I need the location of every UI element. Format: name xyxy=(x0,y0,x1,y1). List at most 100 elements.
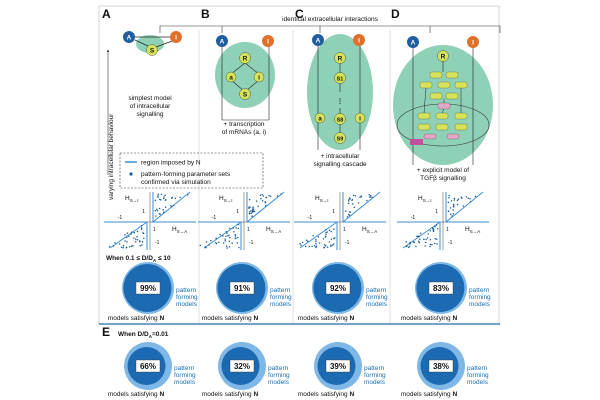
sample-dot xyxy=(346,216,349,218)
sample-dot xyxy=(237,236,239,239)
sample-dot xyxy=(431,244,433,246)
sample-dot xyxy=(312,234,314,237)
sample-dot xyxy=(235,237,237,240)
sample-dot xyxy=(157,195,159,197)
sample-dot xyxy=(205,241,208,243)
tick-label: 1 xyxy=(236,209,239,215)
sample-dot xyxy=(417,235,419,238)
sample-dot xyxy=(348,214,351,217)
sample-dot xyxy=(172,204,175,207)
pattern-forming-label: models xyxy=(174,379,196,386)
condition-2: When D/DA=0.01 xyxy=(118,331,169,339)
sample-dot xyxy=(261,193,263,196)
sample-dot xyxy=(423,238,425,241)
percent-label: 39% xyxy=(330,362,346,371)
sample-dot xyxy=(130,233,132,235)
sample-dot xyxy=(154,209,157,212)
sample-dot xyxy=(238,246,240,249)
sample-dot xyxy=(157,196,159,198)
axis-label-hsi: HS→I xyxy=(219,195,232,203)
sample-dot xyxy=(252,207,254,209)
tick-label: -1 xyxy=(118,215,123,221)
tick-label: -1 xyxy=(212,215,217,221)
models-satisfying-label: models satisfying N xyxy=(298,315,355,322)
svg-text:S: S xyxy=(243,92,248,99)
sample-dot xyxy=(357,202,360,204)
sample-dot xyxy=(352,194,355,197)
sample-dot xyxy=(264,201,267,203)
sample-dot xyxy=(280,193,282,195)
venn-top-2: 91%models satisfying Npatternformingmode… xyxy=(202,262,292,322)
panel-label-b: B xyxy=(201,7,210,21)
sample-dot xyxy=(435,238,438,241)
sample-dot xyxy=(158,207,161,210)
sample-dot xyxy=(261,200,264,202)
sample-dot xyxy=(135,238,137,240)
venn-top-4: 83%models satisfying Npatternformingmode… xyxy=(401,262,491,322)
sample-dot xyxy=(233,231,235,233)
side-label: varying intracellular behaviour xyxy=(108,113,115,200)
region-plot-2: HS→IHS→A11-1-1 xyxy=(198,191,290,250)
sample-dot xyxy=(179,196,181,199)
sample-dot xyxy=(128,245,131,248)
sample-dot xyxy=(461,197,463,200)
sample-dot xyxy=(136,235,138,238)
sample-dot xyxy=(156,208,158,211)
pattern-forming-label: models xyxy=(364,379,386,386)
sample-dot xyxy=(369,195,372,197)
pattern-forming-label: models xyxy=(270,301,292,308)
venn-bottom-1: 66%models satisfying Npatternformingmode… xyxy=(108,342,196,398)
sample-dot xyxy=(371,196,373,199)
sample-dot xyxy=(232,227,234,229)
sample-dot xyxy=(204,246,207,248)
sample-dot xyxy=(427,233,429,235)
percent-label: 32% xyxy=(234,362,250,371)
sample-dot xyxy=(456,199,459,202)
sample-dot xyxy=(349,211,352,214)
caption-d-2: TGFβ signalling xyxy=(420,175,466,182)
sample-dot xyxy=(351,199,353,202)
sample-dot xyxy=(453,197,456,200)
sample-dot xyxy=(436,227,439,230)
sample-dot xyxy=(308,245,311,248)
sample-dot xyxy=(248,198,251,201)
pattern-forming-label: forming xyxy=(366,294,388,301)
sample-dot xyxy=(460,196,463,198)
sample-dot xyxy=(418,241,421,244)
sample-dot xyxy=(412,241,415,243)
sample-dot xyxy=(349,198,351,200)
sample-dot xyxy=(348,198,350,201)
pattern-forming-label: pattern xyxy=(469,287,490,294)
sample-dot xyxy=(315,246,317,249)
venn-bottom-4: 38%models satisfying Npatternformingmode… xyxy=(401,342,489,398)
network-c: A I R S1 ⋮ a S8 i S9 xyxy=(307,34,373,150)
venn-bottom-2: 32%models satisfying Npatternformingmode… xyxy=(202,342,290,398)
caption-c-1: + intracellular xyxy=(321,153,361,160)
sample-dot xyxy=(426,237,429,239)
sample-dot xyxy=(424,245,426,247)
sample-dot xyxy=(299,243,301,245)
sample-dot xyxy=(313,244,316,247)
signal-node xyxy=(146,44,158,56)
activator-node xyxy=(123,31,135,43)
caption-a-2: of intracellular xyxy=(130,103,171,110)
tick-label: 1 xyxy=(332,209,335,215)
sample-dot xyxy=(257,205,259,208)
sample-dot xyxy=(368,194,370,196)
tick-label: -1 xyxy=(411,215,416,221)
sample-dot xyxy=(330,230,332,233)
models-satisfying-label: models satisfying N xyxy=(401,391,458,398)
sample-dot xyxy=(126,232,129,234)
sample-dot xyxy=(332,243,335,245)
sample-dot xyxy=(225,235,227,237)
sample-dot xyxy=(248,207,250,210)
sample-dot xyxy=(140,224,143,227)
sample-dot xyxy=(456,203,459,206)
sample-dot xyxy=(162,209,164,211)
pattern-forming-label: pattern xyxy=(364,365,385,372)
sample-dot xyxy=(252,210,255,213)
tick-label: -1 xyxy=(249,240,254,246)
venn-top-3: 92%models satisfying Npatternformingmode… xyxy=(298,262,388,322)
svg-text:I: I xyxy=(267,39,269,46)
sample-dot xyxy=(171,196,174,199)
